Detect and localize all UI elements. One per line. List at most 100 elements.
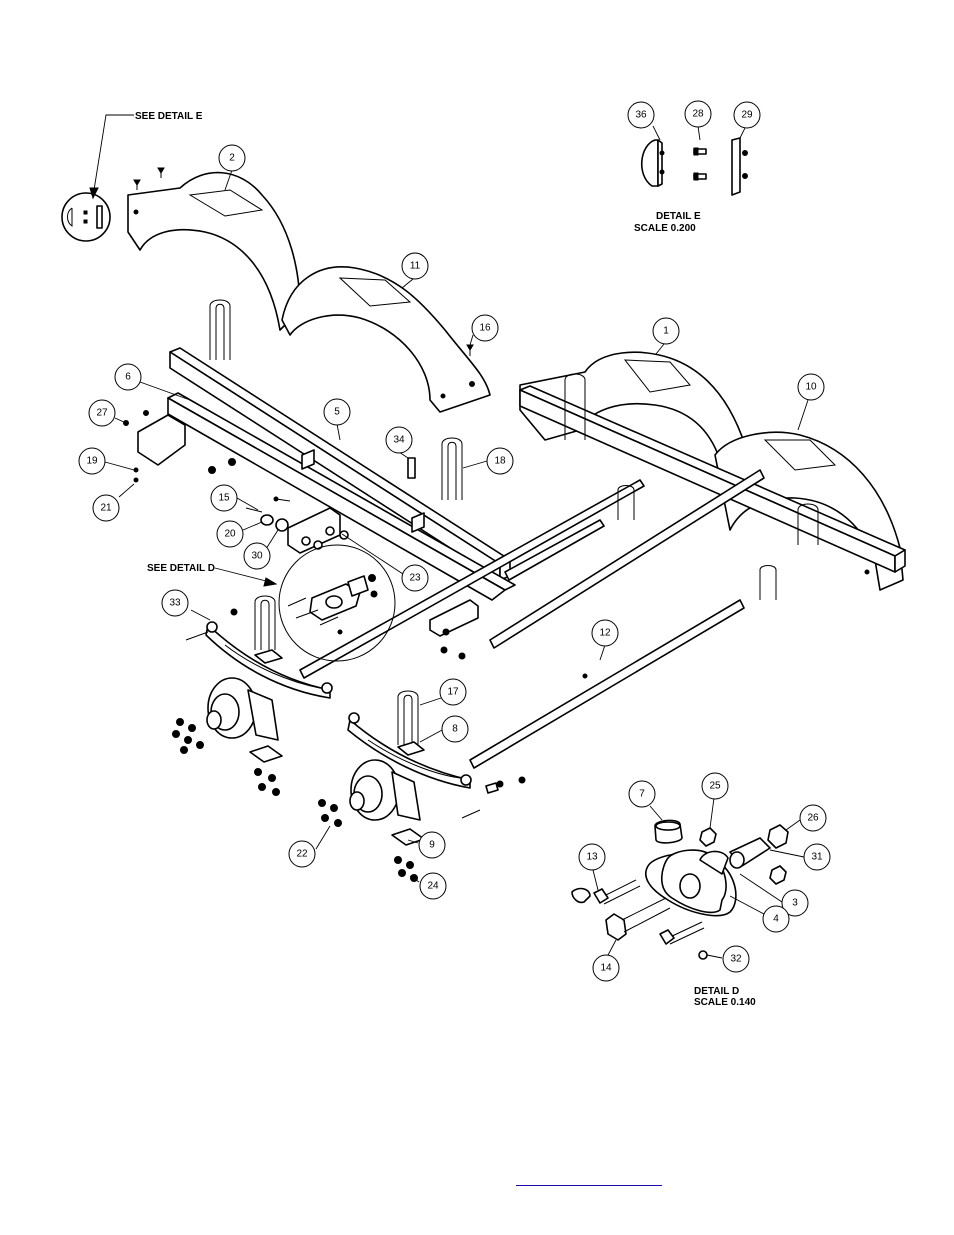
balloon: 30 — [243, 542, 271, 570]
balloon-label: 22 — [296, 849, 308, 860]
balloon-label: 5 — [334, 407, 340, 418]
leaf-spring-front — [205, 621, 333, 699]
balloon: 17 — [439, 678, 467, 706]
leaf-spring-rear — [347, 712, 472, 789]
u-bolts-rear — [564, 373, 819, 600]
balloon-label: 4 — [773, 914, 779, 925]
balloon-label: 3 — [792, 898, 798, 909]
balloon: 11 — [401, 252, 429, 280]
balloon: 2 — [218, 144, 246, 172]
balloon: 21 — [92, 494, 120, 522]
balloon-label: 2 — [229, 153, 235, 164]
see-detail-d-label: SEE DETAIL D — [147, 563, 215, 574]
see-detail-e-callout: SEE DETAIL E — [89, 111, 203, 200]
balloon: 24 — [419, 872, 447, 900]
tie-plates — [249, 649, 425, 846]
balloon: 20 — [216, 520, 244, 548]
balloon-leaders — [104, 125, 809, 959]
u-bolt-18 — [441, 437, 463, 500]
footer-link[interactable] — [516, 1172, 662, 1186]
balloon: 27 — [88, 399, 116, 427]
bolts-and-washers — [185, 496, 499, 819]
balloon-label: 34 — [393, 435, 405, 446]
balloon: 7 — [628, 780, 656, 808]
balloon-label: 31 — [811, 852, 823, 863]
fender-screws — [133, 167, 474, 356]
balloon-label: 6 — [125, 372, 131, 383]
balloon: 12 — [591, 619, 619, 647]
detail-d-scale: SCALE 0.140 — [694, 997, 756, 1008]
balloon: 15 — [210, 484, 238, 512]
u-bolt-front-top — [209, 299, 231, 360]
see-detail-d-callout: SEE DETAIL D — [147, 563, 278, 587]
hub-front — [206, 677, 279, 741]
balloon: 28 — [684, 100, 712, 128]
balloon: 29 — [733, 101, 761, 129]
balloon-label: 28 — [692, 109, 704, 120]
plate-34 — [407, 457, 416, 479]
fender-front-left — [127, 171, 301, 331]
loose-nuts — [123, 410, 526, 882]
balloon-label: 20 — [224, 529, 236, 540]
balloon: 33 — [161, 589, 189, 617]
balloon: 9 — [418, 831, 446, 859]
hanger-brackets — [137, 414, 479, 637]
see-detail-e-label: SEE DETAIL E — [135, 111, 203, 122]
balloon-label: 36 — [635, 110, 647, 121]
frame-rail-rear — [519, 385, 906, 573]
balloon: 6 — [114, 363, 142, 391]
balloon-label: 23 — [409, 573, 421, 584]
balloon: 23 — [401, 564, 429, 592]
frame-angle-front — [167, 392, 516, 601]
detail-d-view — [571, 819, 789, 960]
balloon: 31 — [803, 843, 831, 871]
balloon: 14 — [592, 954, 620, 982]
balloon-label: 12 — [599, 628, 611, 639]
balloon: 4 — [762, 905, 790, 933]
balloon-label: 16 — [479, 323, 491, 334]
balloon: 1 — [652, 317, 680, 345]
balloon: 3 — [781, 889, 809, 917]
balloon-label: 15 — [218, 493, 230, 504]
balloon: 36 — [627, 101, 655, 129]
balloon-label: 25 — [709, 781, 721, 792]
balloon: 19 — [78, 447, 106, 475]
detail-e-scale: SCALE 0.200 — [634, 223, 696, 234]
balloon: 34 — [385, 426, 413, 454]
balloon: 22 — [288, 840, 316, 868]
balloon-label: 7 — [639, 789, 645, 800]
balloon-label: 30 — [251, 551, 263, 562]
detail-d-title: DETAIL D — [694, 986, 739, 997]
u-bolt-17 — [397, 690, 419, 745]
balloon: 5 — [323, 398, 351, 426]
detail-d-caption: DETAIL D SCALE 0.140 — [694, 986, 756, 1008]
detail-e-caption: DETAIL E SCALE 0.200 — [634, 211, 701, 234]
balloon: 10 — [797, 373, 825, 401]
u-bolt-axle-left — [254, 595, 276, 650]
balloon-label: 29 — [741, 110, 753, 121]
balloon: 16 — [471, 314, 499, 342]
balloon: 8 — [441, 715, 469, 743]
balloon: 32 — [722, 945, 750, 973]
balloon-label: 11 — [410, 261, 421, 272]
balloon: 26 — [799, 804, 827, 832]
balloon-label: 18 — [494, 456, 506, 467]
balloon-label: 14 — [600, 963, 612, 974]
detail-e-zone — [61, 192, 111, 242]
balloon-label: 8 — [452, 724, 458, 735]
balloon-label: 1 — [663, 326, 669, 337]
balloon-label: 24 — [427, 881, 439, 892]
balloon: 25 — [701, 772, 729, 800]
balloon-label: 13 — [586, 852, 598, 863]
balloon-label: 19 — [86, 456, 98, 467]
balloon-label: 21 — [100, 503, 112, 514]
balloon-label: 10 — [805, 382, 817, 393]
balloon-label: 27 — [96, 408, 108, 419]
balloon: 18 — [486, 447, 514, 475]
detail-e-title: DETAIL E — [656, 211, 701, 222]
detail-e-view — [640, 137, 748, 196]
balloon-label: 33 — [169, 598, 181, 609]
balloon-label: 32 — [730, 954, 742, 965]
balloon-label: 26 — [807, 813, 819, 824]
cross-members — [299, 469, 765, 769]
